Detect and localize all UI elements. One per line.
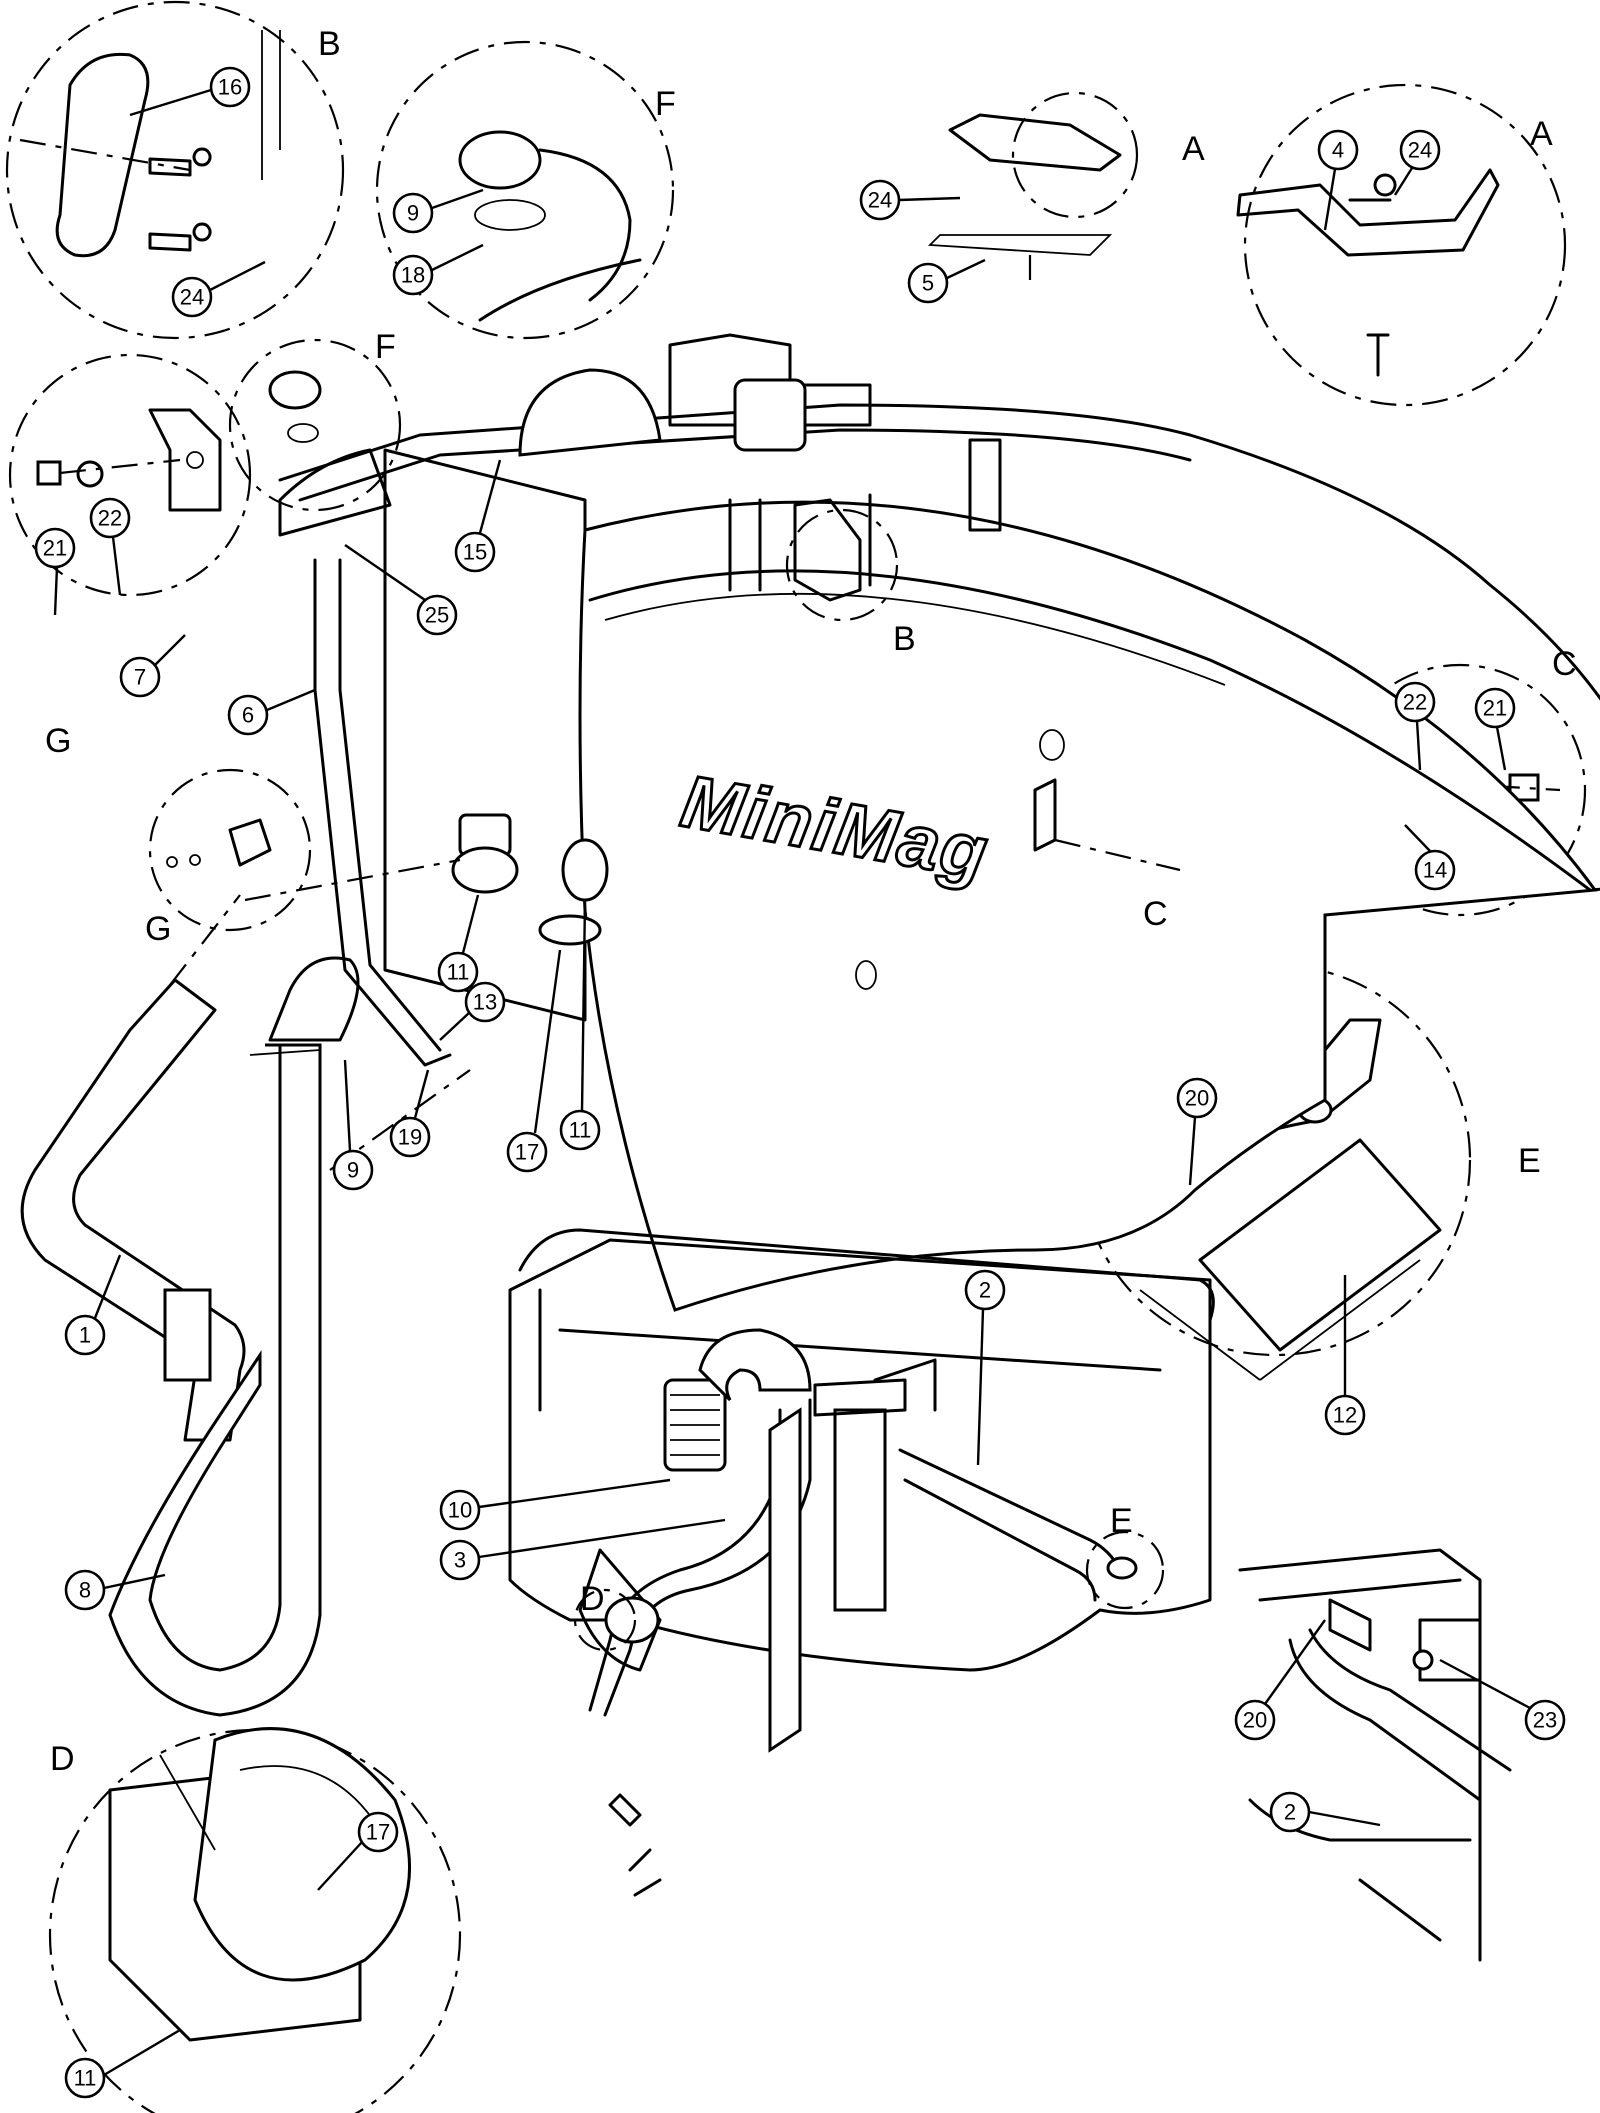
svg-text:4: 4 xyxy=(1332,138,1344,163)
callout-17: 17 xyxy=(357,1811,399,1853)
detail-letter-b: B xyxy=(318,25,341,63)
callout-19: 19 xyxy=(389,1116,431,1158)
detail-letter-c: C xyxy=(1143,895,1168,933)
detail-letter-e: E xyxy=(1518,1142,1541,1180)
callout-24: 24 xyxy=(171,276,213,318)
callout-21: 21 xyxy=(34,527,76,569)
callout-9: 9 xyxy=(392,192,434,234)
svg-text:20: 20 xyxy=(1185,1086,1209,1111)
detail-letter-d: D xyxy=(580,1580,605,1618)
svg-text:13: 13 xyxy=(473,990,497,1015)
svg-text:12: 12 xyxy=(1333,1403,1357,1428)
callout-20: 20 xyxy=(1234,1699,1276,1741)
svg-text:1: 1 xyxy=(79,1323,91,1348)
svg-text:17: 17 xyxy=(515,1140,539,1165)
svg-text:7: 7 xyxy=(134,665,146,690)
detail-circle-a-small xyxy=(927,91,1139,280)
detail-letter-g: G xyxy=(45,722,71,760)
svg-text:19: 19 xyxy=(398,1125,422,1150)
svg-text:25: 25 xyxy=(425,603,449,628)
callout-20: 20 xyxy=(1176,1077,1218,1119)
vacuum-hose-1 xyxy=(20,894,246,1442)
callout-25: 25 xyxy=(416,594,458,636)
fill-cap-f xyxy=(228,338,402,537)
callout-3: 3 xyxy=(439,1539,481,1581)
callout-1: 1 xyxy=(64,1314,106,1356)
callout-22: 22 xyxy=(89,497,131,539)
callout-14: 14 xyxy=(1414,849,1456,891)
svg-text:8: 8 xyxy=(79,1578,91,1603)
svg-text:15: 15 xyxy=(463,540,487,565)
solution-tank-assembly xyxy=(508,1228,1215,1897)
callout-24: 24 xyxy=(1399,129,1441,171)
svg-text:24: 24 xyxy=(1408,138,1432,163)
callout-2: 2 xyxy=(964,1269,1006,1311)
callout-13: 13 xyxy=(464,981,506,1023)
callout-4: 4 xyxy=(1317,129,1359,171)
callout-2: 2 xyxy=(1269,1791,1311,1833)
callout-18: 18 xyxy=(392,254,434,296)
svg-text:11: 11 xyxy=(569,1118,592,1143)
svg-text:11: 11 xyxy=(74,2066,97,2091)
callout-15: 15 xyxy=(454,531,496,573)
callout-8: 8 xyxy=(64,1569,106,1611)
svg-text:22: 22 xyxy=(1403,690,1427,715)
detail-letter-e: E xyxy=(1110,1502,1133,1540)
recovery-tank-housing: MiniMag xyxy=(228,333,1600,1312)
callout-16: 16 xyxy=(209,66,251,108)
svg-text:24: 24 xyxy=(180,285,204,310)
svg-text:24: 24 xyxy=(868,188,892,213)
detail-letter-f: F xyxy=(375,328,396,366)
detail-letter-b: B xyxy=(893,620,916,658)
callout-17: 17 xyxy=(506,1131,548,1173)
svg-text:21: 21 xyxy=(43,536,67,561)
callout-11: 11 xyxy=(559,1109,601,1151)
detail-e-corner xyxy=(1238,1548,1512,1962)
callout-11: 11 xyxy=(64,2057,106,2099)
detail-letter-a: A xyxy=(1530,115,1553,153)
svg-text:2: 2 xyxy=(979,1278,991,1303)
svg-text:9: 9 xyxy=(347,1158,359,1183)
svg-text:3: 3 xyxy=(454,1548,466,1573)
callout-5: 5 xyxy=(907,262,949,304)
detail-circle-g-mid xyxy=(148,768,312,932)
detail-letter-f: F xyxy=(655,85,676,123)
svg-text:2: 2 xyxy=(1284,1800,1296,1825)
svg-text:6: 6 xyxy=(242,703,254,728)
svg-text:14: 14 xyxy=(1423,858,1447,883)
svg-text:18: 18 xyxy=(401,263,425,288)
detail-letter-a: A xyxy=(1182,130,1205,168)
detail-letter-d: D xyxy=(50,1740,75,1778)
detail-circle-b-top xyxy=(5,0,345,340)
svg-text:20: 20 xyxy=(1243,1708,1267,1733)
svg-text:21: 21 xyxy=(1483,696,1507,721)
detail-circle-f-top xyxy=(375,40,675,340)
callout-24: 24 xyxy=(859,179,901,221)
svg-text:11: 11 xyxy=(447,960,470,985)
callout-21: 21 xyxy=(1474,687,1516,729)
svg-text:10: 10 xyxy=(448,1498,472,1523)
svg-text:17: 17 xyxy=(366,1820,390,1845)
detail-letter-c: C xyxy=(1552,645,1577,683)
svg-text:16: 16 xyxy=(218,75,242,100)
callout-6: 6 xyxy=(227,694,269,736)
svg-text:22: 22 xyxy=(98,506,122,531)
callout-12: 12 xyxy=(1324,1394,1366,1436)
svg-text:5: 5 xyxy=(922,271,934,296)
callout-22: 22 xyxy=(1394,681,1436,723)
callout-11: 11 xyxy=(437,951,479,993)
svg-text:9: 9 xyxy=(407,201,419,226)
callout-10: 10 xyxy=(439,1489,481,1531)
vacuum-hose-8 xyxy=(108,956,360,1717)
detail-letter-g: G xyxy=(145,910,171,948)
callout-23: 23 xyxy=(1524,1699,1566,1741)
detail-circle-g-top xyxy=(8,353,252,597)
callout-7: 7 xyxy=(119,656,161,698)
detail-circle-a-large xyxy=(1236,83,1567,407)
detail-circle-d-large xyxy=(48,1727,462,2113)
svg-text:23: 23 xyxy=(1533,1708,1557,1733)
callout-9: 9 xyxy=(332,1149,374,1191)
